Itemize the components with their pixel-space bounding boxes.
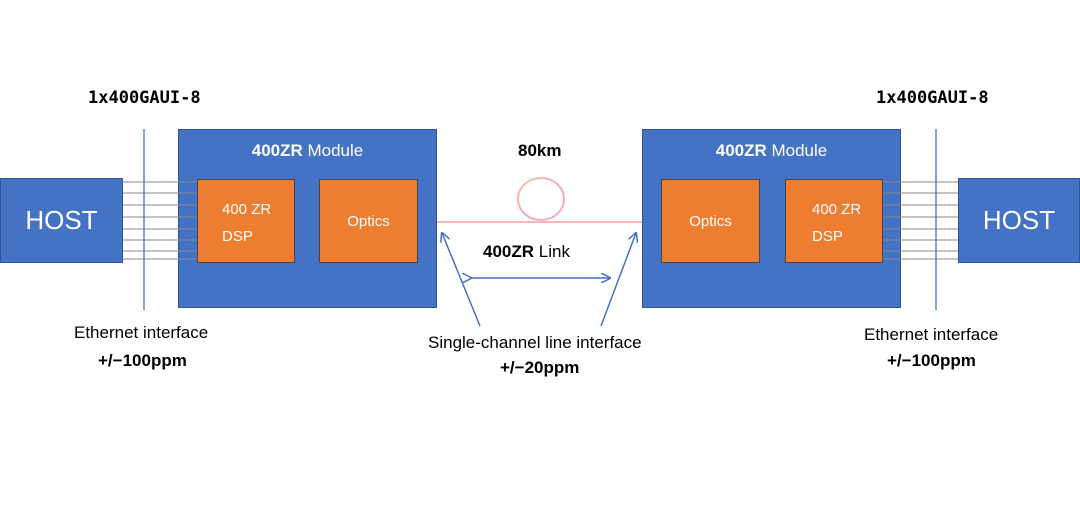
left-optics-box: Optics (319, 179, 418, 263)
left-host-label: HOST (25, 205, 98, 235)
right-dsp-line1: 400 ZR (812, 201, 862, 218)
left-host-box: HOST (0, 178, 123, 263)
left-lanes (123, 181, 197, 260)
fiber-distance-label: 80km (518, 141, 562, 160)
right-optics-label: Optics (689, 212, 732, 230)
right-optics-box: Optics (661, 179, 760, 263)
left-line-interface-arrow (442, 233, 481, 327)
left-optics-label: Optics (347, 212, 390, 230)
link-label-bold: 400ZR (483, 242, 535, 261)
right-ethernet-interface-label: Ethernet interface (864, 325, 999, 344)
right-host-label: HOST (982, 205, 1056, 235)
left-module-title-bold: 400ZR (251, 141, 303, 160)
left-module-title-rest: Module (302, 141, 364, 160)
line-interface-ppm: +/−20ppm (500, 358, 580, 377)
left-dsp-line1: 400 ZR (222, 201, 272, 218)
right-interface-type-label: 1x400GAUI-8 (876, 88, 989, 108)
right-lanes (883, 181, 958, 260)
right-host-box: HOST (958, 178, 1080, 263)
left-module-title: 400ZR Module (178, 141, 437, 161)
left-dsp-box: 400 ZR DSP (197, 179, 295, 263)
right-ethernet-ppm: +/−100ppm (887, 351, 976, 370)
right-dsp-line2: DSP (812, 228, 843, 245)
left-ethernet-ppm: +/−100ppm (98, 351, 187, 370)
right-dsp-box: 400 ZR DSP (785, 179, 883, 263)
right-module-title-rest: Module (766, 141, 828, 160)
right-module-title: 400ZR Module (642, 141, 901, 161)
line-interface-label: Single-channel line interface (428, 333, 642, 352)
left-dsp-line2: DSP (222, 228, 253, 245)
right-module-title-bold: 400ZR (715, 141, 767, 160)
left-interface-type-label: 1x400GAUI-8 (88, 88, 201, 108)
fiber-spool-icon (517, 177, 565, 221)
left-ethernet-interface-label: Ethernet interface (74, 323, 209, 342)
right-line-interface-arrow (600, 233, 636, 327)
link-label-rest: Link (534, 242, 570, 261)
link-label: 400ZR Link (483, 242, 570, 262)
